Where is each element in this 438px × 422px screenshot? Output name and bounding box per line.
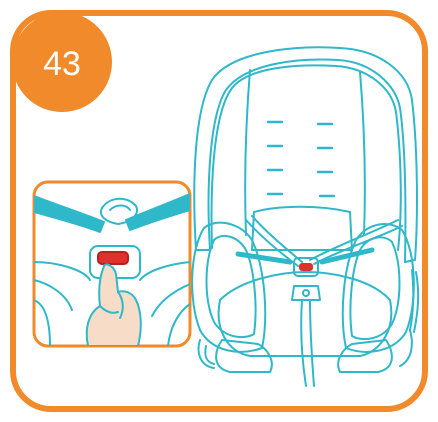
inset-chest-clip-button <box>98 252 128 264</box>
chest-clip-button <box>300 264 312 270</box>
step-badge: 43 <box>12 12 112 112</box>
detail-inset <box>34 182 190 346</box>
step-number: 43 <box>43 45 81 83</box>
